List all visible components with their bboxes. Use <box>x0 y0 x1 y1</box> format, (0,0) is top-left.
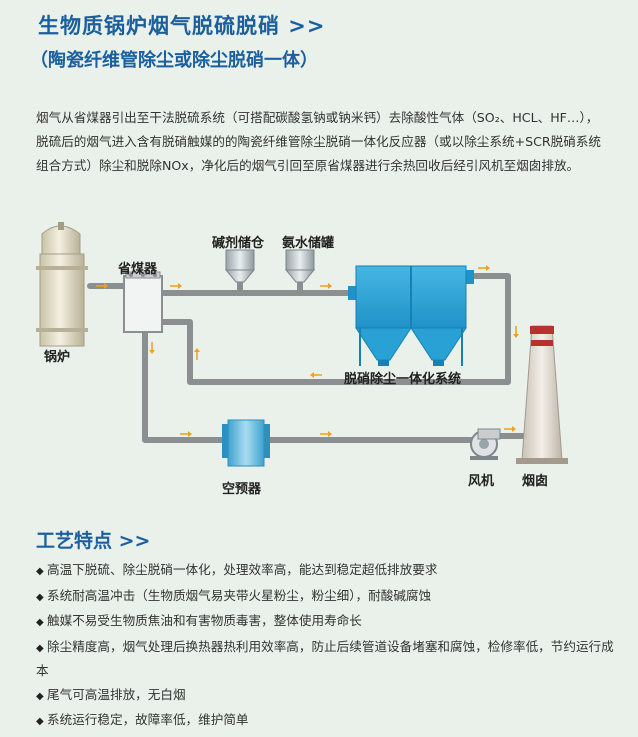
label-air-preheater: 空预器 <box>222 482 262 497</box>
economizer <box>123 271 163 333</box>
diamond-bullet-icon: ◆ <box>36 617 44 628</box>
feature-item: ◆触媒不易受生物质焦油和有害物质毒害，整体使用寿命长 <box>36 610 616 635</box>
diamond-bullet-icon: ◆ <box>36 690 44 702</box>
process-flow-diagram: 锅炉 省煤器 碱剂储仓 氨水储罐 脱硝除尘一体化系统 空预器 风机 烟囱 <box>0 210 638 510</box>
label-economizer: 省煤器 <box>118 262 158 277</box>
label-fan: 风机 <box>468 474 495 489</box>
diamond-bullet-icon: ◆ <box>36 566 44 577</box>
feature-item: ◆除尘精度高，烟气处理后换热器热利用效率高，防止后续管道设备堵塞和腐蚀，检修率低… <box>36 638 614 679</box>
feature-item: ◆尾气可高温排放，无白烟 <box>36 684 616 709</box>
process-flow-graphic <box>36 222 568 467</box>
label-boiler: 锅炉 <box>44 350 71 365</box>
label-reactor: 脱硝除尘一体化系统 <box>344 372 462 387</box>
flow-arrows <box>96 265 519 437</box>
induced-fan <box>470 428 501 460</box>
ammonia-tank <box>284 249 316 283</box>
chimney <box>516 325 568 464</box>
boiler <box>36 222 88 347</box>
diamond-bullet-icon: ◆ <box>36 716 44 727</box>
page-title: 生物质锅炉烟气脱硫脱硝 >> <box>38 14 326 38</box>
air-preheater <box>222 419 270 467</box>
feature-item: ◆系统运行稳定，故障率低，维护简单 <box>36 709 616 734</box>
flue-pipes <box>87 273 533 443</box>
reactor <box>348 265 474 366</box>
page-subtitle: （陶瓷纤维管除尘或除尘脱硝一体） <box>30 50 318 71</box>
features-title: 工艺特点 >> <box>36 530 151 552</box>
alkali-silo <box>224 249 256 283</box>
description-paragraph: 烟气从省煤器引出至干法脱硫系统（可搭配碳酸氢钠或钠米钙）去除酸性气体（SO₂、H… <box>36 110 602 173</box>
features-list: ◆高温下脱硫、除尘脱硝一体化，处理效率高，能达到稳定超低排放要求 ◆系统耐高温冲… <box>36 559 616 735</box>
label-alkali-silo: 碱剂储仓 <box>212 236 265 251</box>
diamond-bullet-icon: ◆ <box>36 591 44 603</box>
feature-item: ◆高温下脱硫、除尘脱硝一体化，处理效率高，能达到稳定超低排放要求 <box>36 559 616 584</box>
label-ammonia-tank: 氨水储罐 <box>282 236 335 251</box>
feature-item: ◆系统耐高温冲击（生物质烟气易夹带火星粉尘，粉尘细），耐酸碱腐蚀 <box>36 585 616 610</box>
label-chimney: 烟囱 <box>522 474 549 489</box>
diamond-bullet-icon: ◆ <box>36 642 44 654</box>
